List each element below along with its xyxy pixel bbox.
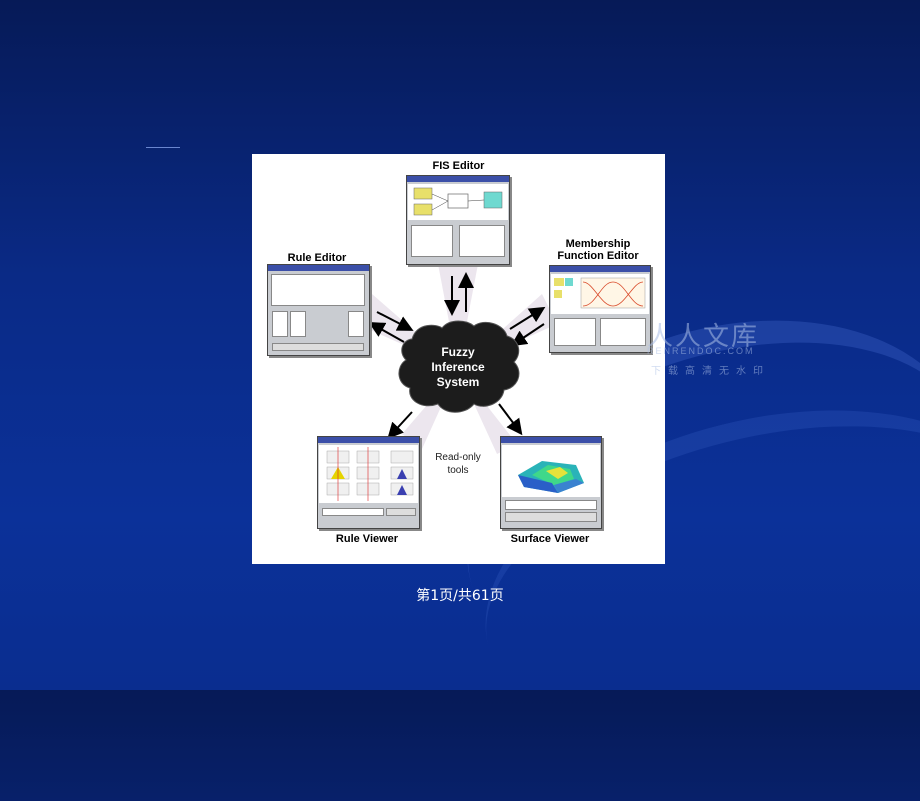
surface-viewer-label: Surface Viewer bbox=[510, 533, 590, 545]
read-only-line-1: Read-only bbox=[435, 452, 481, 463]
center-line-2: Inference bbox=[431, 360, 485, 374]
read-only-line-2: tools bbox=[447, 465, 469, 476]
arrow-rule-editor-in bbox=[376, 311, 414, 331]
center-label: Fuzzy Inference System bbox=[415, 345, 501, 390]
fis-editor-window bbox=[406, 175, 510, 265]
membership-label-line-2: Function Editor bbox=[557, 250, 639, 262]
rule-editor-window bbox=[267, 264, 370, 356]
decorative-line bbox=[146, 147, 180, 148]
center-line-1: Fuzzy bbox=[441, 345, 475, 359]
read-only-note: Read-only tools bbox=[428, 451, 488, 477]
surface-viewer-window bbox=[500, 436, 602, 529]
rule-viewer-window bbox=[317, 436, 420, 529]
fis-diagram: Fuzzy Inference System FIS Editor Member… bbox=[252, 154, 665, 564]
membership-editor-window bbox=[549, 265, 651, 353]
fuzzy-blob bbox=[398, 320, 520, 413]
page-counter: 第1页/共61页 bbox=[416, 588, 504, 604]
rule-editor-label: Rule Editor bbox=[287, 252, 347, 264]
membership-label-line-1: Membership bbox=[565, 238, 631, 250]
rule-viewer-label: Rule Viewer bbox=[335, 533, 399, 545]
watermark-sub: RENRENDOC.COM bbox=[647, 346, 755, 356]
arrow-membership-in bbox=[510, 323, 545, 347]
watermark-cn: 下载高清无水印 bbox=[651, 366, 770, 377]
arrow-membership-out bbox=[509, 306, 546, 330]
watermark-logo: 人人文库 bbox=[647, 322, 760, 352]
center-line-3: System bbox=[436, 375, 480, 389]
fis-editor-label: FIS Editor bbox=[432, 160, 485, 172]
diagram-graphics bbox=[357, 264, 557, 454]
arrow-rule-viewer bbox=[387, 411, 413, 439]
membership-label: Membership Function Editor bbox=[548, 238, 648, 262]
arrow-surface-viewer bbox=[498, 403, 523, 436]
arrow-rule-editor-out bbox=[368, 322, 405, 343]
